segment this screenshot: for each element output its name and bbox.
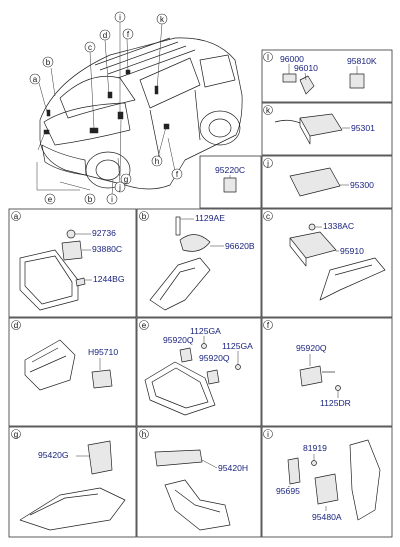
part-96000: 96000: [280, 54, 304, 64]
panel-d: d H95710: [8, 317, 137, 427]
part-92736: 92736: [92, 228, 116, 238]
part-95695: 95695: [276, 486, 300, 496]
callout-f-lower: f: [171, 168, 183, 180]
part-96620B: 96620B: [225, 241, 255, 251]
panel-e: e 1125GA 95920Q 1125GA 95920Q: [136, 317, 262, 427]
svg-text:k: k: [266, 106, 271, 115]
svg-text:b: b: [142, 212, 147, 221]
part-95420H: 95420H: [218, 463, 248, 473]
part-1125GA-1: 1125GA: [190, 326, 221, 336]
panel-k: k 95301: [261, 102, 393, 156]
svg-text:g: g: [124, 175, 128, 184]
svg-text:j: j: [266, 159, 269, 168]
part-95910: 95910: [340, 246, 364, 256]
part-1129AE: 1129AE: [195, 213, 225, 223]
callout-a: a: [29, 73, 41, 85]
callout-f-upper: f: [122, 28, 134, 40]
part-1125DR: 1125DR: [320, 398, 351, 408]
svg-text:c: c: [88, 43, 92, 52]
panel-h: h 95420H: [136, 426, 262, 538]
panel-f: f 95920Q 1125DR: [261, 317, 393, 427]
svg-text:b: b: [88, 195, 93, 204]
panel-b: b 1129AE 96620B: [136, 208, 262, 318]
callout-g: g: [120, 173, 132, 185]
svg-text:i: i: [267, 430, 269, 439]
callout-i-lower: i: [106, 193, 118, 205]
svg-text:f: f: [127, 30, 130, 39]
svg-text:f: f: [267, 321, 270, 330]
part-1125GA-2: 1125GA: [222, 341, 253, 351]
svg-text:c: c: [266, 212, 270, 221]
svg-text:e: e: [48, 195, 53, 204]
panel-c: c 1338AC 95910: [261, 208, 393, 318]
part-95220C: 95220C: [215, 165, 245, 175]
callout-k: k: [156, 13, 168, 25]
part-1338AC: 1338AC: [323, 221, 354, 231]
part-1244BG: 1244BG: [93, 274, 125, 284]
svg-text:f: f: [176, 170, 179, 179]
panel-i: i 81919 95695 95480A: [261, 426, 393, 538]
part-93880C: 93880C: [92, 244, 122, 254]
callout-d: d: [99, 29, 111, 41]
svg-text:k: k: [160, 15, 165, 24]
panel-relay: 95220C: [199, 155, 262, 209]
part-96010: 96010: [294, 63, 318, 73]
part-95920Q-2: 95920Q: [199, 353, 230, 363]
part-95420G: 95420G: [38, 450, 69, 460]
svg-text:a: a: [14, 212, 19, 221]
panel-a: a 92736 93880C 1244BG: [8, 208, 137, 318]
part-95810K: 95810K: [347, 56, 377, 66]
svg-text:l: l: [267, 53, 269, 62]
svg-text:b: b: [46, 58, 51, 67]
part-95920Q-f: 95920Q: [296, 343, 327, 353]
callout-b-upper: b: [42, 56, 54, 68]
part-H95710: H95710: [88, 347, 118, 357]
panel-l: l 96000 96010 95810K: [261, 49, 393, 103]
svg-text:h: h: [142, 430, 146, 439]
svg-text:e: e: [142, 321, 147, 330]
panel-j: j 95300: [261, 155, 393, 209]
car-leader-lines: [36, 20, 176, 196]
part-95480A: 95480A: [312, 512, 342, 522]
svg-text:j: j: [118, 183, 121, 192]
svg-text:d: d: [103, 31, 107, 40]
part-95301: 95301: [351, 123, 375, 133]
svg-text:a: a: [33, 75, 38, 84]
panel-g: g 95420G: [8, 426, 137, 538]
svg-text:d: d: [14, 321, 18, 330]
svg-text:h: h: [155, 157, 159, 166]
callout-b-lower: b: [84, 193, 96, 205]
callout-i: i: [114, 11, 126, 23]
part-95300: 95300: [350, 180, 374, 190]
callout-e: e: [44, 193, 56, 205]
svg-text:g: g: [14, 430, 18, 439]
svg-text:i: i: [119, 13, 121, 22]
callout-c: c: [84, 41, 96, 53]
callout-j: j: [114, 181, 126, 193]
svg-text:i: i: [111, 195, 113, 204]
part-81919: 81919: [303, 443, 327, 453]
car-overview: [39, 37, 243, 190]
part-95920Q-1: 95920Q: [163, 335, 194, 345]
callout-h: h: [151, 155, 163, 167]
